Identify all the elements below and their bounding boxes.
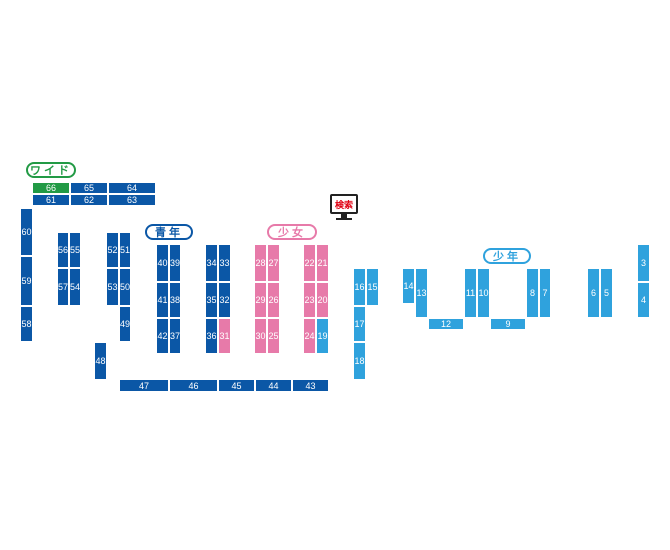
shelf-20[interactable]: 20 (316, 282, 329, 318)
shelf-26[interactable]: 26 (267, 282, 280, 318)
shelf-33[interactable]: 33 (218, 244, 231, 282)
shelf-17[interactable]: 17 (353, 306, 366, 342)
shelf-37[interactable]: 37 (169, 318, 181, 354)
shelf-8[interactable]: 8 (526, 268, 539, 318)
shelf-19[interactable]: 19 (316, 318, 329, 354)
shelf-46[interactable]: 46 (169, 379, 218, 392)
shelf-39[interactable]: 39 (169, 244, 181, 282)
search-kiosk[interactable]: 検索 (330, 194, 358, 222)
shelf-45[interactable]: 45 (218, 379, 255, 392)
shelf-59[interactable]: 59 (20, 256, 33, 306)
shelf-48[interactable]: 48 (94, 342, 107, 380)
shelf-36[interactable]: 36 (205, 318, 218, 354)
shelf-30[interactable]: 30 (254, 318, 267, 354)
shelf-47[interactable]: 47 (119, 379, 169, 392)
shelf-34[interactable]: 34 (205, 244, 218, 282)
shelf-15[interactable]: 15 (366, 268, 379, 306)
shelf-40[interactable]: 40 (156, 244, 169, 282)
shelf-24[interactable]: 24 (303, 318, 316, 354)
shelf-14[interactable]: 14 (402, 268, 415, 304)
shelf-5[interactable]: 5 (600, 268, 613, 318)
shelf-18[interactable]: 18 (353, 342, 366, 380)
shelf-9[interactable]: 9 (490, 318, 526, 330)
shelf-16[interactable]: 16 (353, 268, 366, 306)
shelf-10[interactable]: 10 (477, 268, 490, 318)
shelf-55[interactable]: 55 (69, 232, 81, 268)
section-label-wide: ワイド (26, 162, 76, 178)
shelf-57[interactable]: 57 (57, 268, 69, 306)
shelf-31[interactable]: 31 (218, 318, 231, 354)
shelf-66[interactable]: 66 (32, 182, 70, 194)
shelf-6[interactable]: 6 (587, 268, 600, 318)
monitor-base (336, 218, 352, 220)
shelf-41[interactable]: 41 (156, 282, 169, 318)
section-label-shonen: 少年 (483, 248, 531, 264)
shelf-35[interactable]: 35 (205, 282, 218, 318)
shelf-62[interactable]: 62 (70, 194, 108, 206)
shelf-4[interactable]: 4 (637, 282, 650, 318)
shelf-21[interactable]: 21 (316, 244, 329, 282)
shelf-53[interactable]: 53 (106, 268, 119, 306)
shelf-64[interactable]: 64 (108, 182, 156, 194)
section-label-seinen: 青年 (145, 224, 193, 240)
shelf-29[interactable]: 29 (254, 282, 267, 318)
shelf-65[interactable]: 65 (70, 182, 108, 194)
shelf-3[interactable]: 3 (637, 244, 650, 282)
shelf-22[interactable]: 22 (303, 244, 316, 282)
shelf-50[interactable]: 50 (119, 268, 131, 306)
shelf-43[interactable]: 43 (292, 379, 329, 392)
shelf-23[interactable]: 23 (303, 282, 316, 318)
shelf-12[interactable]: 12 (428, 318, 464, 330)
shelf-7[interactable]: 7 (539, 268, 551, 318)
shelf-52[interactable]: 52 (106, 232, 119, 268)
shelf-49[interactable]: 49 (119, 306, 131, 342)
shelf-63[interactable]: 63 (108, 194, 156, 206)
shelf-28[interactable]: 28 (254, 244, 267, 282)
section-label-shojo: 少女 (267, 224, 317, 240)
shelf-38[interactable]: 38 (169, 282, 181, 318)
shelf-44[interactable]: 44 (255, 379, 292, 392)
shelf-60[interactable]: 60 (20, 208, 33, 256)
shelf-11[interactable]: 11 (464, 268, 477, 318)
shelf-54[interactable]: 54 (69, 268, 81, 306)
shelf-25[interactable]: 25 (267, 318, 280, 354)
monitor-stand (341, 214, 347, 218)
shelf-13[interactable]: 13 (415, 268, 428, 318)
shelf-58[interactable]: 58 (20, 306, 33, 342)
shelf-56[interactable]: 56 (57, 232, 69, 268)
search-kiosk-label: 検索 (332, 196, 356, 212)
shelf-61[interactable]: 61 (32, 194, 70, 206)
shelf-32[interactable]: 32 (218, 282, 231, 318)
monitor-icon: 検索 (330, 194, 358, 214)
shelf-42[interactable]: 42 (156, 318, 169, 354)
shelf-27[interactable]: 27 (267, 244, 280, 282)
shelf-51[interactable]: 51 (119, 232, 131, 268)
